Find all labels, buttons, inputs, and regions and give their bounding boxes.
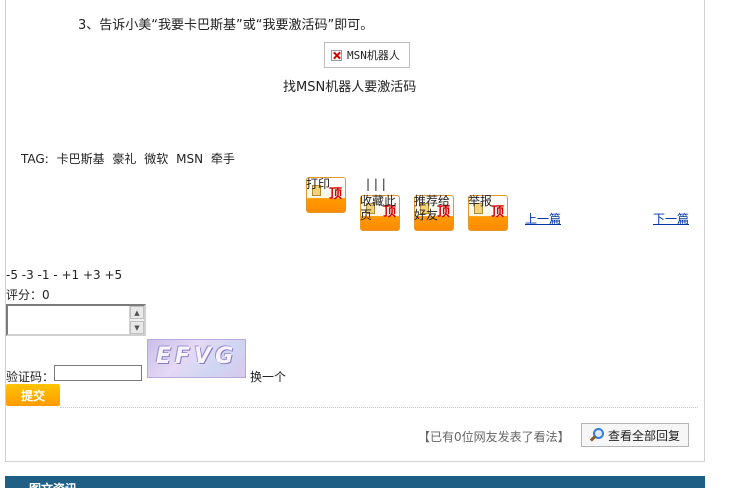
ding-label: 顶 [382, 205, 396, 220]
submit-button[interactable]: 提交 [6, 384, 60, 406]
document-icon [474, 203, 483, 214]
textarea-scrollbar[interactable]: ▲ ▼ [129, 306, 144, 334]
view-all-label: 查看全部回复 [608, 428, 681, 443]
scroll-up-icon[interactable]: ▲ [130, 306, 144, 319]
document-icon [312, 185, 321, 196]
tag-link[interactable]: 卡巴斯基 [56, 152, 105, 166]
favorite-label: 收藏此页 [360, 194, 397, 222]
article-step-3: 3、告诉小美“我要卡巴斯基”或“我要激活码”即可。 [78, 18, 374, 33]
tag-link[interactable]: MSN [176, 152, 204, 166]
ding-label: 顶 [436, 205, 450, 220]
section-header-bar: 图文资讯 [5, 476, 705, 496]
broken-image-icon [331, 49, 342, 61]
captcha-image: EFVG [147, 339, 246, 378]
action-separators: | | | [366, 177, 386, 191]
tag-link[interactable]: 豪礼 [112, 152, 137, 166]
tag-link[interactable]: 微软 [144, 152, 169, 166]
comment-textarea[interactable]: ▲ ▼ [6, 304, 146, 336]
captcha-label: 验证码： [6, 370, 55, 384]
tag-link[interactable]: 牵手 [210, 152, 235, 166]
tags-label: TAG: [21, 152, 49, 166]
document-icon [366, 203, 375, 214]
favorite-button[interactable]: 顶 [360, 195, 400, 231]
next-article-link[interactable]: 下一篇 [653, 212, 690, 226]
document-icon [420, 203, 429, 214]
captcha-input[interactable] [54, 365, 142, 381]
scroll-down-icon[interactable]: ▼ [130, 321, 144, 334]
captcha-text: EFVG [156, 344, 238, 369]
section-title: 图文资讯 [29, 482, 78, 496]
report-label: 举报 [468, 194, 493, 208]
content-frame [5, 0, 705, 462]
ding-label: 顶 [328, 187, 342, 202]
comment-count: 【已有0位网友发表了看法】 [418, 430, 570, 444]
dotted-divider [60, 407, 698, 408]
print-button[interactable]: 顶 [306, 177, 346, 213]
tag-line: TAG: 卡巴斯基 豪礼 微软 MSN 牵手 [21, 150, 239, 167]
report-button[interactable]: 顶 [468, 195, 508, 231]
prev-article-link[interactable]: 上一篇 [525, 212, 562, 226]
score-label: 评分：0 [6, 288, 50, 302]
view-all-replies-button[interactable]: 查看全部回复 [581, 423, 689, 447]
image-caption: 找MSN机器人要激活码 [283, 80, 417, 95]
captcha-refresh-link[interactable]: 换一个 [250, 370, 287, 384]
recommend-label: 推荐给好友 [414, 194, 451, 222]
magnifier-icon [590, 428, 604, 442]
msn-robot-image-alt: MSN机器人 [347, 49, 400, 62]
msn-robot-image: MSN机器人 [324, 42, 410, 68]
recommend-button[interactable]: 顶 [414, 195, 454, 231]
ding-label: 顶 [490, 205, 504, 220]
rating-options[interactable]: -5 -3 -1 - +1 +3 +5 [6, 268, 123, 282]
print-label: 打印 [306, 177, 331, 191]
